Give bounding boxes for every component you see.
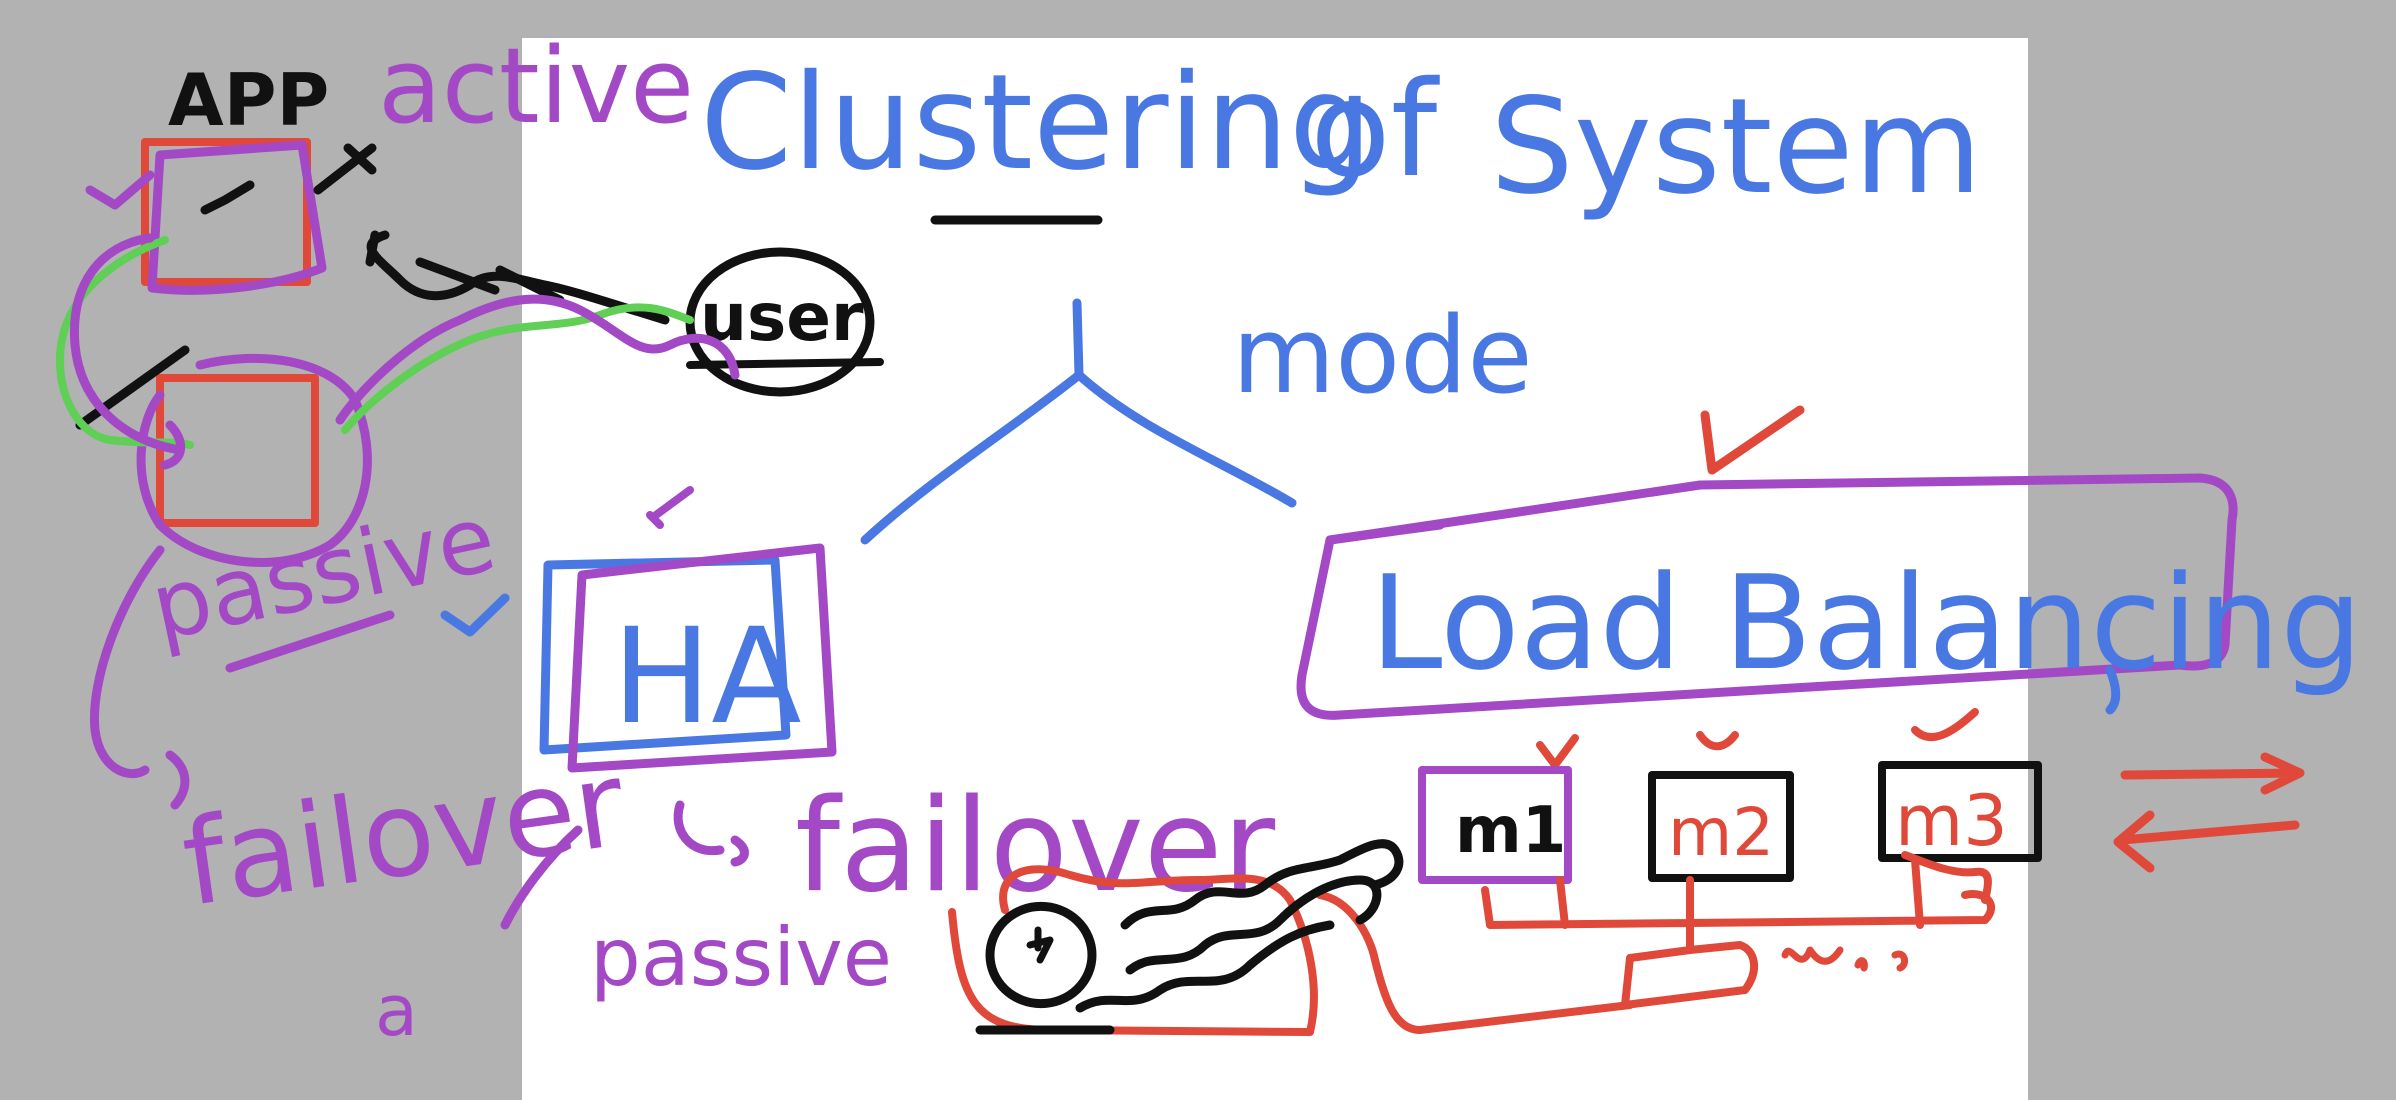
m2-label: m2: [1668, 794, 1774, 871]
m1-check: [1536, 734, 1579, 769]
bus-scribble: [1781, 946, 1909, 972]
user-link-strike: [415, 257, 565, 305]
blob-wave-2: [1125, 875, 1382, 975]
active-label: active: [378, 25, 694, 147]
app-label: APP: [168, 58, 329, 142]
title-system: System: [1490, 70, 1982, 224]
ha-side-tick: [440, 593, 510, 637]
bus-lines: [1316, 856, 1995, 1034]
m3-label: m3: [1895, 780, 2008, 862]
m3-check: [1911, 708, 1979, 742]
ha-label: HA: [612, 600, 802, 754]
active-app-box-purple: [147, 140, 327, 295]
mode-label: mode: [1232, 294, 1533, 417]
title-clustering: Clustering: [700, 46, 1373, 200]
failover-arrow: [673, 800, 749, 867]
ha-check-mark: [646, 486, 694, 529]
bus-right-link: [1901, 851, 1992, 904]
failover-loop-purple: [69, 233, 740, 470]
active-check: [200, 180, 255, 215]
lb-label: Load Balancing: [1370, 547, 2363, 699]
m3-box: [1878, 761, 2042, 862]
tree-branch-left: [860, 370, 1084, 545]
arrow-left: [2113, 810, 2300, 873]
blob-wave-3: [1075, 920, 1335, 1013]
passive-bracket: [89, 545, 190, 810]
failover-slash: [500, 825, 583, 930]
blob-circle: [985, 902, 1097, 1008]
lb-box-overstroke: [1325, 520, 1445, 545]
m1-label: m1: [1455, 794, 1566, 868]
tree-stem: [1072, 298, 1084, 380]
blob-wave-1: [1120, 839, 1404, 930]
lb-box: [1296, 473, 2238, 720]
passive-underline: [225, 610, 395, 673]
title-of: of: [1310, 53, 1440, 207]
user-underline: [686, 358, 884, 369]
passive-app-box: [156, 374, 319, 527]
user-label: user: [700, 279, 864, 356]
passive-label-center: passive: [590, 911, 892, 1004]
m2-box: [1648, 771, 1794, 882]
lb-tail: [2105, 665, 2121, 715]
ha-box-purple: [567, 543, 837, 773]
passive-strike: [75, 345, 190, 430]
tree-branch-right: [1074, 370, 1297, 508]
m2-check: [1696, 731, 1739, 751]
active-app-tick: [85, 170, 155, 210]
blob-inner-mark: [1026, 926, 1054, 964]
active-app-box: [141, 138, 311, 286]
m1-box: [1418, 766, 1572, 884]
passive-app-circle: [136, 353, 372, 567]
small-mark: a: [375, 970, 418, 1052]
lb-check-mark: [1700, 405, 1805, 475]
cross-mark: [313, 143, 377, 195]
arrow-right: [2120, 752, 2305, 795]
